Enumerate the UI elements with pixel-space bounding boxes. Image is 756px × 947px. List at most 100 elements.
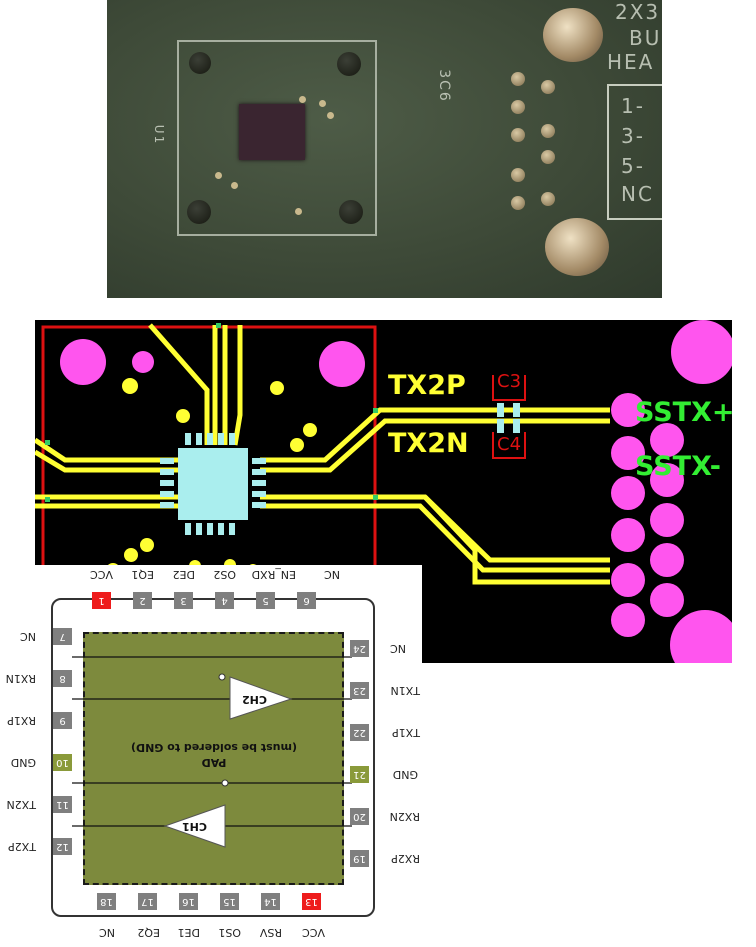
- pin-23: 23: [350, 682, 369, 699]
- pad: [611, 476, 645, 510]
- chip-pin: [160, 502, 174, 508]
- cap-outlines: [492, 375, 526, 459]
- channel-lines: [72, 656, 352, 848]
- via: [303, 423, 317, 437]
- cap-pad: [497, 419, 504, 433]
- inverting-dot: [218, 673, 226, 681]
- pin-9: 9: [53, 712, 72, 729]
- pin-10-label: GND: [10, 756, 36, 769]
- header-pin: [511, 100, 525, 114]
- silkscreen-text: 2X3: [615, 0, 661, 24]
- pin-8-label: RX1N: [5, 672, 36, 685]
- via: [124, 548, 138, 562]
- pad: [671, 320, 732, 384]
- chip-pin: [185, 523, 191, 535]
- silkscreen-text: BU: [629, 26, 662, 50]
- trace: [260, 503, 610, 573]
- pad: [670, 610, 732, 663]
- via: [270, 381, 284, 395]
- trace: [35, 437, 185, 463]
- silkscreen-text: 3-: [621, 124, 645, 148]
- pin-1: 1: [92, 592, 111, 609]
- header-pin: [541, 124, 555, 138]
- header-pin: [541, 150, 555, 164]
- chip-body: [178, 448, 248, 520]
- pad: [60, 339, 106, 385]
- pin-13: 13: [302, 893, 321, 910]
- pin-12-label: TX2P: [8, 840, 36, 853]
- mounting-hole: [337, 52, 361, 76]
- silkscreen-text: NC: [621, 182, 654, 206]
- pin-22-label: TX1P: [392, 726, 420, 739]
- buffer-ch2: [229, 676, 293, 720]
- chip-pin: [160, 480, 174, 486]
- pin-5: 5: [256, 592, 275, 609]
- via: [140, 538, 154, 552]
- header-pin: [511, 196, 525, 210]
- chip-pin: [160, 458, 174, 464]
- pin-20-label: RX2N: [389, 810, 420, 823]
- silkscreen-text: 3C6: [435, 69, 452, 103]
- cap-outline: [492, 375, 526, 401]
- sstx-minus-label: SSTX-: [635, 451, 721, 482]
- pad: [650, 423, 684, 457]
- screw: [545, 218, 609, 276]
- chip-pin: [218, 433, 224, 445]
- chip-pin: [229, 433, 235, 445]
- tx2n-label: TX2N: [388, 428, 469, 459]
- chip-pin: [252, 480, 266, 486]
- pin-19-label: RX2P: [391, 852, 420, 865]
- chip-footprint: [160, 403, 520, 535]
- cap-pad: [513, 419, 520, 433]
- buffer-ch1: [163, 804, 226, 848]
- mounting-hole: [187, 200, 211, 224]
- pinout-diagram: CH1 CH2 PAD (must be soldered to GND) 1 …: [0, 565, 422, 947]
- chip-pin: [196, 523, 202, 535]
- pad: [611, 393, 645, 427]
- pad: [319, 341, 365, 387]
- pin-17: 17: [138, 893, 157, 910]
- trace: [35, 449, 185, 473]
- trace: [423, 495, 610, 585]
- via: [45, 497, 50, 502]
- mounting-hole: [339, 200, 363, 224]
- pad: [650, 543, 684, 577]
- redriver-chip: [239, 104, 305, 160]
- pin-10: 10: [53, 754, 72, 771]
- chip-pin: [160, 491, 174, 497]
- pin-17-label: EQ2: [137, 926, 160, 939]
- chip-pin: [185, 433, 191, 445]
- pad-note: (must be soldered to GND): [131, 741, 297, 754]
- sstx-plus-label: SSTX+: [635, 397, 732, 428]
- chip-pin: [252, 469, 266, 475]
- pin-2: 2: [133, 592, 152, 609]
- pin-21-label: GND: [392, 768, 418, 781]
- trace: [148, 323, 210, 445]
- pin-18: 18: [97, 893, 116, 910]
- pin-6: 6: [297, 592, 316, 609]
- chip-pin: [252, 458, 266, 464]
- cap-pad: [513, 403, 520, 417]
- header-pin: [511, 168, 525, 182]
- pad: [611, 603, 645, 637]
- header-pin: [511, 128, 525, 142]
- green-via-group: [45, 323, 378, 502]
- pad-title: PAD: [201, 756, 227, 769]
- footprint-outline: [177, 40, 377, 236]
- pad: [611, 518, 645, 552]
- cap-c4-label: C4: [497, 434, 522, 455]
- channel-1-label: CH1: [182, 820, 207, 833]
- inverting-dot: [221, 779, 229, 787]
- chip-pin: [218, 523, 224, 535]
- cap-pad: [497, 403, 504, 417]
- pin-15: 15: [220, 893, 239, 910]
- pin-16-label: DE1: [177, 926, 200, 939]
- via: [176, 409, 190, 423]
- via: [215, 172, 222, 179]
- pin-19: 19: [350, 850, 369, 867]
- pin-11: 11: [53, 796, 72, 813]
- pin-18-label: NC: [99, 926, 115, 939]
- trace: [232, 325, 243, 446]
- pin-20: 20: [350, 808, 369, 825]
- pin-22: 22: [350, 724, 369, 741]
